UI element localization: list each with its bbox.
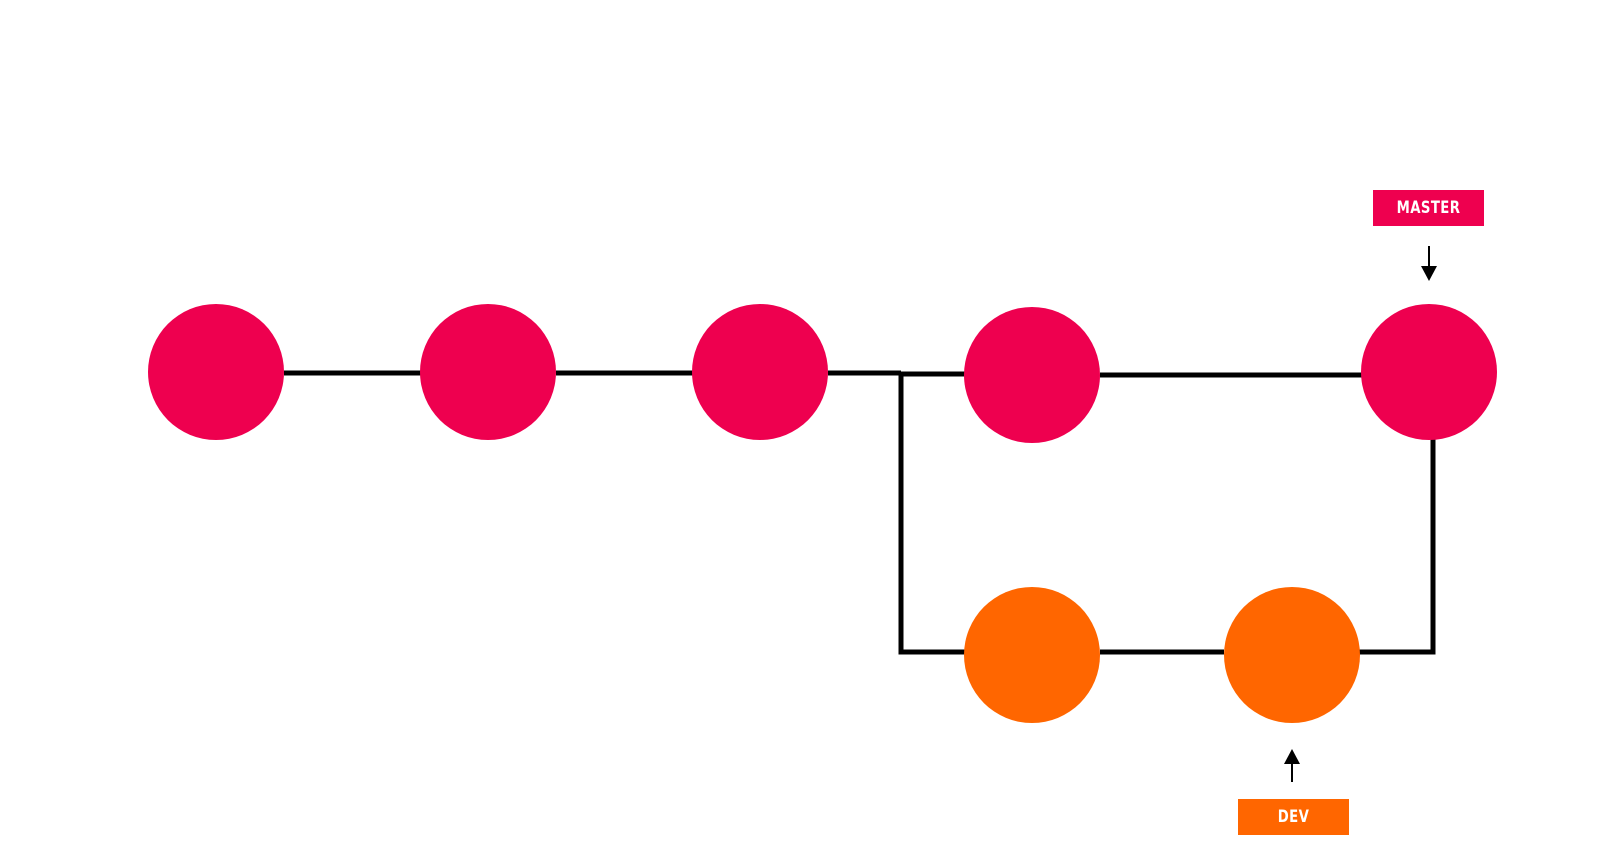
master-label-background	[1373, 190, 1484, 226]
dev-branch-label: DEV	[1277, 807, 1310, 827]
master-commit-5[interactable]	[1361, 304, 1497, 440]
dev-commits	[964, 587, 1360, 723]
master-pointer-arrow-icon	[1421, 246, 1437, 281]
master-commit-4[interactable]	[964, 307, 1100, 443]
master-commit-1[interactable]	[148, 304, 284, 440]
dev-label-background	[1238, 799, 1349, 835]
dev-commit-2[interactable]	[1224, 587, 1360, 723]
dev-commit-1[interactable]	[964, 587, 1100, 723]
dev-pointer-arrow-icon	[1284, 749, 1300, 782]
connection-lines	[284, 370, 1436, 655]
master-commit-3[interactable]	[692, 304, 828, 440]
dev-merge-line	[1359, 438, 1436, 655]
master-commit-2[interactable]	[420, 304, 556, 440]
master-commits	[148, 304, 1497, 443]
master-branch-label: MASTER	[1396, 198, 1461, 218]
dev-branch-off-line	[898, 373, 965, 655]
